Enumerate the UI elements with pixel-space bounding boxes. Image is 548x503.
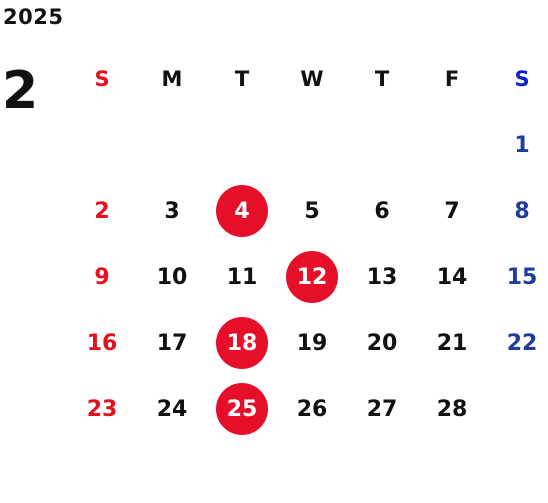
highlight-circle: 4	[216, 185, 268, 237]
weekday-header-fri: F	[444, 67, 460, 91]
day-cell-empty	[487, 376, 548, 442]
weekday-header-sun: S	[94, 67, 110, 91]
day-cell: 23	[86, 396, 118, 422]
day-cell: 15	[506, 264, 538, 290]
day-cell: 24	[156, 396, 188, 422]
calendar-grid: S M T W T F S 1 2 3 4 5 6 7 8 9 10 11 12…	[67, 46, 548, 442]
weekday-header-wed: W	[300, 67, 324, 91]
day-cell: 17	[156, 330, 188, 356]
day-cell-highlighted: 4	[207, 178, 277, 244]
highlight-circle: 18	[216, 317, 268, 369]
day-cell-empty	[137, 112, 207, 178]
weekday-header-tue: T	[234, 67, 250, 91]
day-cell: 2	[94, 198, 110, 224]
highlight-circle: 25	[216, 383, 268, 435]
day-cell: 9	[94, 264, 110, 290]
day-cell-highlighted: 12	[277, 244, 347, 310]
day-cell: 16	[86, 330, 118, 356]
weekday-header-thu: T	[374, 67, 390, 91]
day-cell-highlighted: 18	[207, 310, 277, 376]
day-cell-empty	[67, 112, 137, 178]
day-cell: 11	[226, 264, 258, 290]
day-cell-empty	[347, 112, 417, 178]
day-cell: 21	[436, 330, 468, 356]
day-cell: 22	[506, 330, 538, 356]
day-cell-highlighted: 25	[207, 376, 277, 442]
day-cell-empty	[277, 112, 347, 178]
month-label: 2	[2, 61, 39, 121]
day-cell: 8	[514, 198, 530, 224]
day-cell: 19	[296, 330, 328, 356]
day-cell-empty	[207, 112, 277, 178]
year-label: 2025	[3, 5, 64, 29]
day-cell: 3	[164, 198, 180, 224]
weekday-header-sat: S	[514, 67, 530, 91]
day-cell: 20	[366, 330, 398, 356]
day-cell: 10	[156, 264, 188, 290]
day-cell: 14	[436, 264, 468, 290]
day-cell: 28	[436, 396, 468, 422]
day-cell: 1	[514, 132, 530, 158]
day-cell: 27	[366, 396, 398, 422]
day-cell: 7	[444, 198, 460, 224]
day-cell: 5	[304, 198, 320, 224]
day-cell: 6	[374, 198, 390, 224]
day-cell-empty	[417, 112, 487, 178]
weekday-header-mon: M	[161, 67, 183, 91]
highlight-circle: 12	[286, 251, 338, 303]
day-cell: 26	[296, 396, 328, 422]
day-cell: 13	[366, 264, 398, 290]
